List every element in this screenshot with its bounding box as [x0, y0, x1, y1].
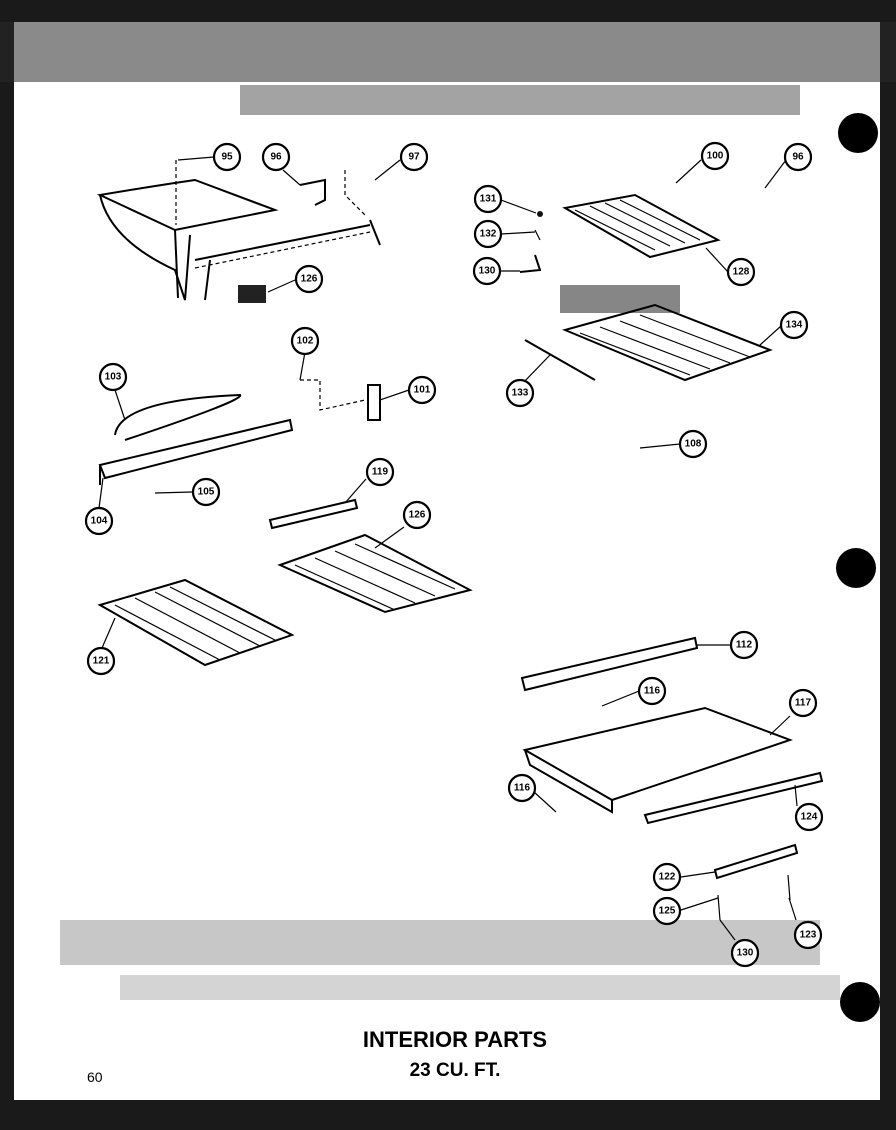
callouts: 95 96 97 126 100 96 131 132 130 128 134 … — [84, 141, 824, 968]
callout-126: 126 — [294, 264, 324, 294]
svg-text:100: 100 — [707, 151, 724, 162]
callout-124: 124 — [794, 802, 824, 832]
part-drawings — [96, 160, 824, 921]
callout-130: 130 — [472, 256, 502, 286]
callout-97: 97 — [399, 142, 429, 172]
svg-text:102: 102 — [297, 336, 314, 347]
svg-text:125: 125 — [659, 906, 676, 917]
svg-text:117: 117 — [795, 698, 812, 709]
callout-134: 134 — [779, 310, 809, 340]
callout-116: 116 — [637, 676, 667, 706]
callout-122: 122 — [652, 862, 682, 892]
svg-text:101: 101 — [414, 385, 431, 396]
callout-112: 112 — [729, 630, 759, 660]
callout-101: 101 — [407, 375, 437, 405]
callout-123: 123 — [793, 920, 823, 950]
callout-132: 132 — [473, 219, 503, 249]
svg-text:126: 126 — [301, 274, 318, 285]
callout-126: 126 — [402, 500, 432, 530]
callout-121: 121 — [86, 646, 116, 676]
svg-text:132: 132 — [480, 229, 497, 240]
callout-103: 103 — [98, 362, 128, 392]
svg-text:104: 104 — [91, 516, 108, 527]
svg-text:116: 116 — [514, 783, 531, 794]
callout-116: 116 — [507, 773, 537, 803]
svg-text:103: 103 — [105, 372, 122, 383]
callout-100: 100 — [700, 141, 730, 171]
callout-95: 95 — [212, 142, 242, 172]
leader-lines — [98, 156, 798, 941]
callout-105: 105 — [191, 477, 221, 507]
svg-text:123: 123 — [800, 930, 817, 941]
callout-96: 96 — [261, 142, 291, 172]
svg-text:112: 112 — [736, 640, 753, 651]
svg-text:96: 96 — [792, 152, 804, 163]
svg-text:105: 105 — [198, 487, 215, 498]
callout-119: 119 — [365, 457, 395, 487]
callout-130: 130 — [730, 938, 760, 968]
page-number: 60 — [87, 1069, 103, 1085]
svg-text:128: 128 — [733, 267, 750, 278]
callout-131: 131 — [473, 184, 503, 214]
svg-text:130: 130 — [479, 266, 496, 277]
diagram-title: INTERIOR PARTS — [363, 1027, 547, 1052]
svg-text:124: 124 — [801, 812, 818, 823]
svg-text:121: 121 — [93, 656, 110, 667]
diagram-subtitle: 23 CU. FT. — [410, 1060, 501, 1081]
svg-text:97: 97 — [408, 152, 420, 163]
callout-102: 102 — [290, 326, 320, 356]
svg-text:134: 134 — [786, 320, 803, 331]
svg-text:130: 130 — [737, 948, 754, 959]
svg-text:133: 133 — [512, 388, 529, 399]
callout-108: 108 — [678, 429, 708, 459]
svg-text:131: 131 — [480, 194, 497, 205]
callout-133: 133 — [505, 378, 535, 408]
callout-125: 125 — [652, 896, 682, 926]
svg-text:96: 96 — [270, 152, 282, 163]
svg-text:95: 95 — [221, 152, 233, 163]
callout-128: 128 — [726, 257, 756, 287]
callout-96: 96 — [783, 142, 813, 172]
callout-117: 117 — [788, 688, 818, 718]
svg-text:126: 126 — [409, 510, 426, 521]
svg-text:108: 108 — [685, 439, 702, 450]
svg-text:116: 116 — [644, 686, 661, 697]
svg-text:122: 122 — [659, 872, 676, 883]
svg-text:119: 119 — [372, 467, 389, 478]
callout-104: 104 — [84, 506, 114, 536]
